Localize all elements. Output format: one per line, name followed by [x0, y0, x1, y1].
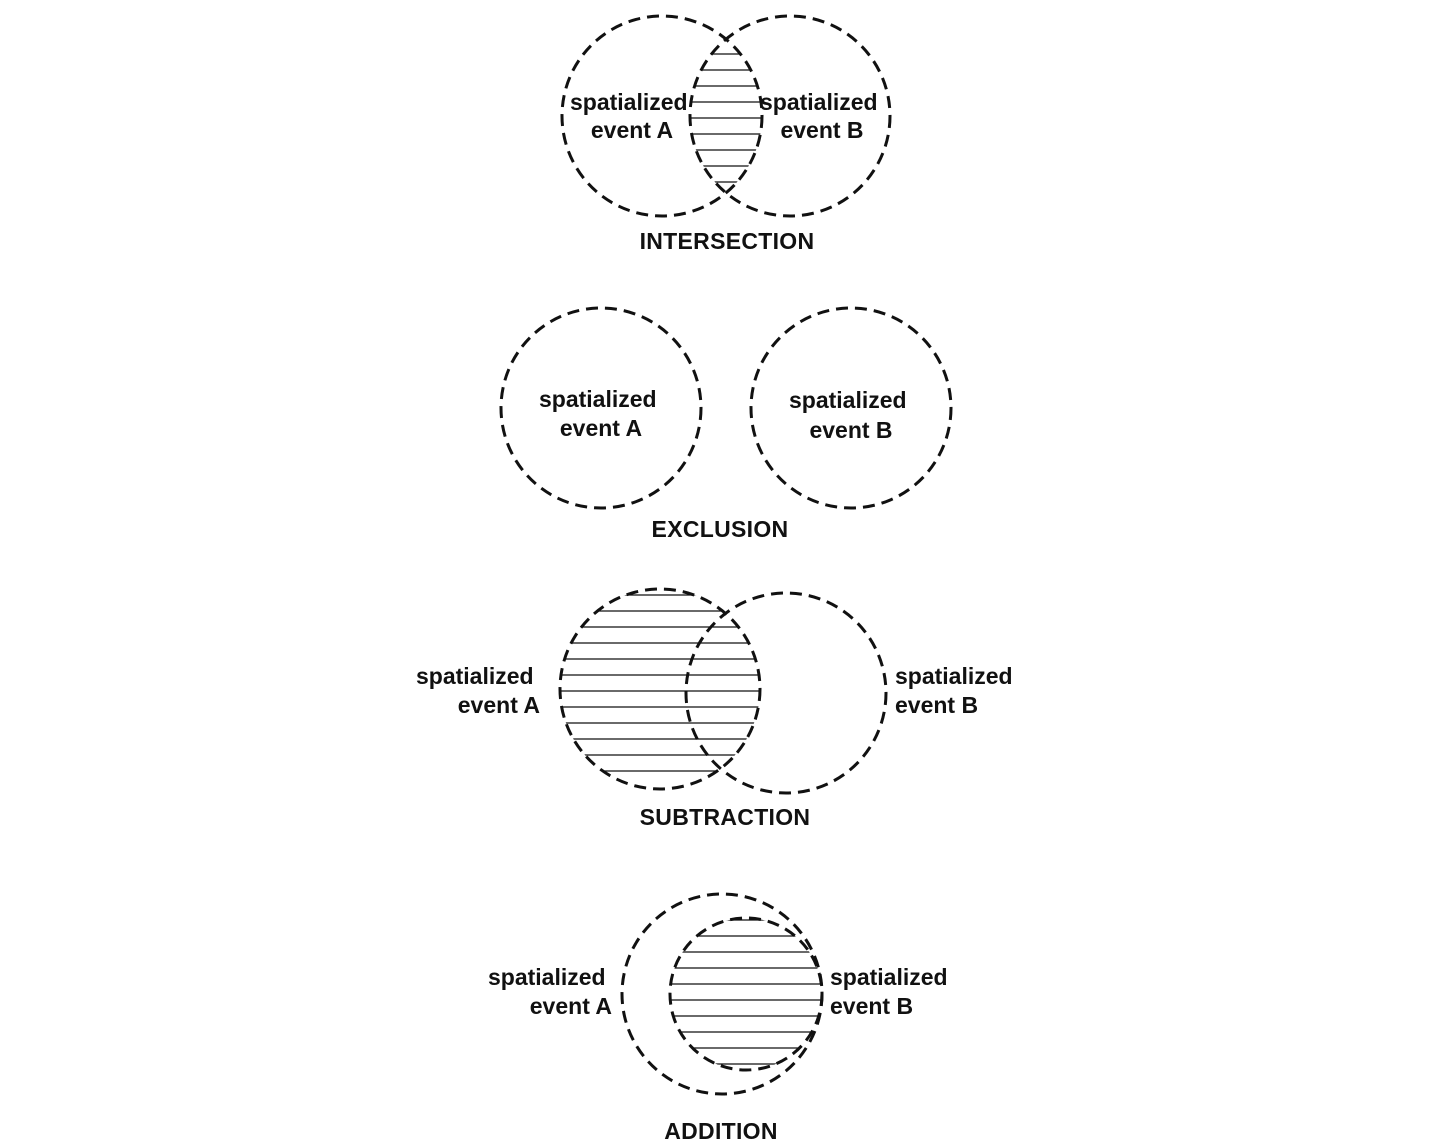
subtraction-title: SUBTRACTION — [640, 804, 811, 830]
subtraction-circle-a — [558, 587, 762, 791]
intersection-event-a-label: spatialized event A — [570, 89, 694, 143]
addition-event-b-label: spatialized event B — [830, 964, 954, 1019]
exclusion-circle-b — [749, 306, 953, 510]
subtraction-hatch — [560, 594, 760, 772]
subtraction-event-b-label: spatialized event B — [895, 663, 1019, 718]
panel-subtraction: spatialized event A spatialized event B … — [416, 587, 1019, 830]
intersection-event-b-label: spatialized event B — [760, 89, 884, 143]
addition-title: ADDITION — [664, 1118, 778, 1144]
subtraction-event-a-label: spatialized event A — [416, 663, 540, 718]
panel-exclusion: spatialized event A spatialized event B … — [499, 306, 953, 542]
exclusion-event-a-label: spatialized event A — [539, 386, 663, 441]
exclusion-title: EXCLUSION — [652, 516, 789, 542]
subtraction-circle-b — [684, 591, 888, 795]
intersection-circle-b — [688, 14, 892, 218]
panel-addition: spatialized event A spatialized event B … — [488, 892, 954, 1144]
intersection-title: INTERSECTION — [640, 228, 815, 254]
exclusion-circle-a — [499, 306, 703, 510]
addition-circle-b — [668, 916, 824, 1072]
addition-event-a-label: spatialized event A — [488, 964, 612, 1019]
exclusion-event-b-label: spatialized event B — [789, 387, 913, 443]
intersection-circle-a — [560, 14, 764, 218]
panel-intersection: spatialized event A spatialized event B … — [560, 14, 892, 254]
